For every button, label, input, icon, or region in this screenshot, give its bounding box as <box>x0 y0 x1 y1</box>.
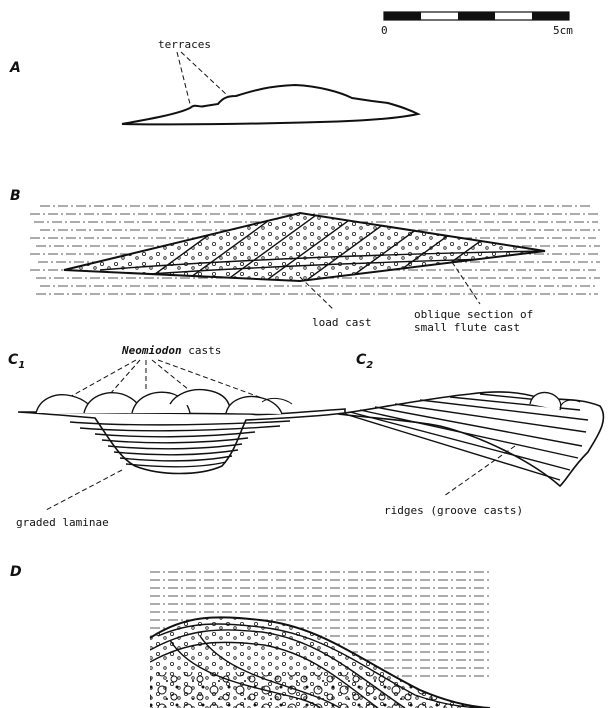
scale-bar-segment <box>384 12 421 20</box>
terraces-leader-line <box>181 52 228 96</box>
panel-c2-subscript: 2 <box>366 360 373 371</box>
panel-c2-letter: C2 <box>356 352 373 371</box>
panel-a-outline <box>122 85 418 124</box>
panel-c1-lens-body <box>18 409 345 474</box>
panel-b-letter: B <box>10 188 21 204</box>
panel-d: D <box>10 564 490 708</box>
panel-d-letter: D <box>10 564 22 580</box>
neomiodon-casts-label: Neomiodon casts <box>121 344 221 357</box>
neomiodon-shells <box>36 390 292 414</box>
panel-c1-subscript: 1 <box>18 360 25 371</box>
panel-a-letter: A <box>9 60 21 76</box>
graded-laminae-leader-line <box>46 470 122 510</box>
ridges-leader-line <box>444 446 515 496</box>
load-cast-leader-line <box>300 277 334 310</box>
flute-cast-leader-line <box>452 262 480 304</box>
flute-cast-label-line-2: small flute cast <box>414 321 520 334</box>
scale-bar-end-label: 5cm <box>553 24 573 37</box>
neomiodon-word: Neomiodon <box>121 344 182 357</box>
graded-laminae-label: graded laminae <box>16 516 109 529</box>
panel-a: A terraces <box>9 38 418 124</box>
panel-b: B load cast oblique section of small flu… <box>10 188 600 334</box>
scale-bar: 0 5cm <box>381 12 573 37</box>
scale-bar-segment <box>532 12 569 20</box>
flute-cast-label-line-1: oblique section of <box>414 308 533 321</box>
terraces-label: terraces <box>158 38 211 51</box>
casts-word: casts <box>182 344 222 357</box>
panel-c2: C2 ridges (groove casts) <box>338 352 603 517</box>
panel-c1-letter: C1 <box>8 352 25 371</box>
terraces-leader-line <box>177 52 190 104</box>
panel-c1: C1 Neomiodon casts <box>8 344 345 529</box>
scale-bar-start-label: 0 <box>381 24 388 37</box>
load-cast-label: load cast <box>312 316 372 329</box>
scale-bar-segment <box>458 12 495 20</box>
ridges-label: ridges (groove casts) <box>384 504 523 517</box>
